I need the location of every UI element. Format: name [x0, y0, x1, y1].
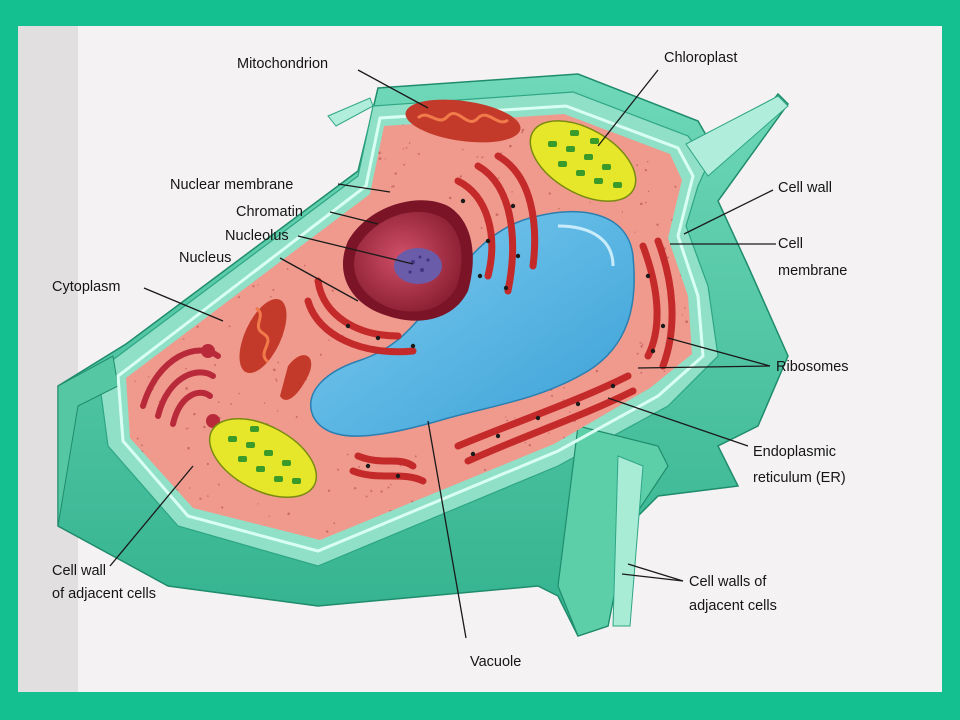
- leader-nucleus: [279, 257, 359, 302]
- leader-nuclear-membrane: [337, 183, 391, 193]
- leader-nucleolus: [297, 235, 414, 265]
- cell-wall-flap: [685, 95, 789, 177]
- cell-wall-flap-left: [327, 97, 374, 127]
- chloroplast-bottom: [208, 418, 318, 498]
- label-cell-wall-adjacent-left-2: of adjacent cells: [52, 586, 156, 602]
- ribosomes: [345, 198, 666, 479]
- leader-cytoplasm: [143, 287, 224, 322]
- leader-lines: [109, 69, 776, 639]
- page-shadow: [18, 26, 78, 692]
- label-nucleus: Nucleus: [179, 250, 231, 266]
- nucleolus: [394, 248, 442, 284]
- leader-mitochondrion: [357, 69, 429, 109]
- adjacent-wall-right-face: [612, 455, 644, 627]
- label-ribosomes: Ribosomes: [776, 359, 849, 375]
- label-mitochondrion: Mitochondrion: [237, 56, 328, 72]
- mitochondrion-small: [280, 355, 312, 400]
- leader-ribosomes-2: [637, 365, 771, 369]
- label-cell-membrane-1: Cell: [778, 236, 803, 252]
- label-cell-wall-adjacent-left-1: Cell wall: [52, 563, 106, 579]
- leader-chromatin: [329, 211, 379, 225]
- label-vacuole: Vacuole: [470, 654, 521, 670]
- diagram-frame: Mitochondrion Chloroplast Nuclear membra…: [18, 26, 942, 692]
- adjacent-wall-left: [57, 355, 119, 527]
- mitochondrion-left: [239, 298, 287, 374]
- label-er-1: Endoplasmic: [753, 444, 836, 460]
- label-chloroplast: Chloroplast: [664, 50, 737, 66]
- leader-cell-wall-adjacent-left: [109, 465, 194, 567]
- plant-cell-diagram: Mitochondrion Chloroplast Nuclear membra…: [18, 26, 849, 692]
- label-chromatin: Chromatin: [236, 204, 303, 220]
- leader-ribosomes-1: [667, 337, 771, 367]
- leader-cell-wall: [683, 189, 774, 235]
- chloroplast-top: [529, 120, 637, 202]
- label-cytoplasm: Cytoplasm: [52, 279, 121, 295]
- label-cell-wall: Cell wall: [778, 180, 832, 196]
- leader-cell-walls-adjacent-right-2: [621, 573, 684, 582]
- vacuole-highlight: [557, 224, 615, 267]
- leader-er: [607, 397, 749, 447]
- nucleus: [342, 200, 473, 321]
- label-nuclear-membrane: Nuclear membrane: [170, 177, 293, 193]
- leader-vacuole: [427, 420, 467, 639]
- label-nucleolus: Nucleolus: [225, 228, 289, 244]
- label-er-2: reticulum (ER): [753, 470, 846, 486]
- leader-chloroplast: [597, 69, 659, 147]
- leader-cell-walls-adjacent-right-1: [627, 563, 684, 582]
- label-cell-walls-adjacent-right-1: Cell walls of: [689, 574, 767, 590]
- label-cell-walls-adjacent-right-2: adjacent cells: [689, 598, 777, 614]
- mitochondrion-top: [405, 99, 521, 143]
- label-cell-membrane-2: membrane: [778, 263, 847, 279]
- endoplasmic-reticulum: [304, 152, 676, 485]
